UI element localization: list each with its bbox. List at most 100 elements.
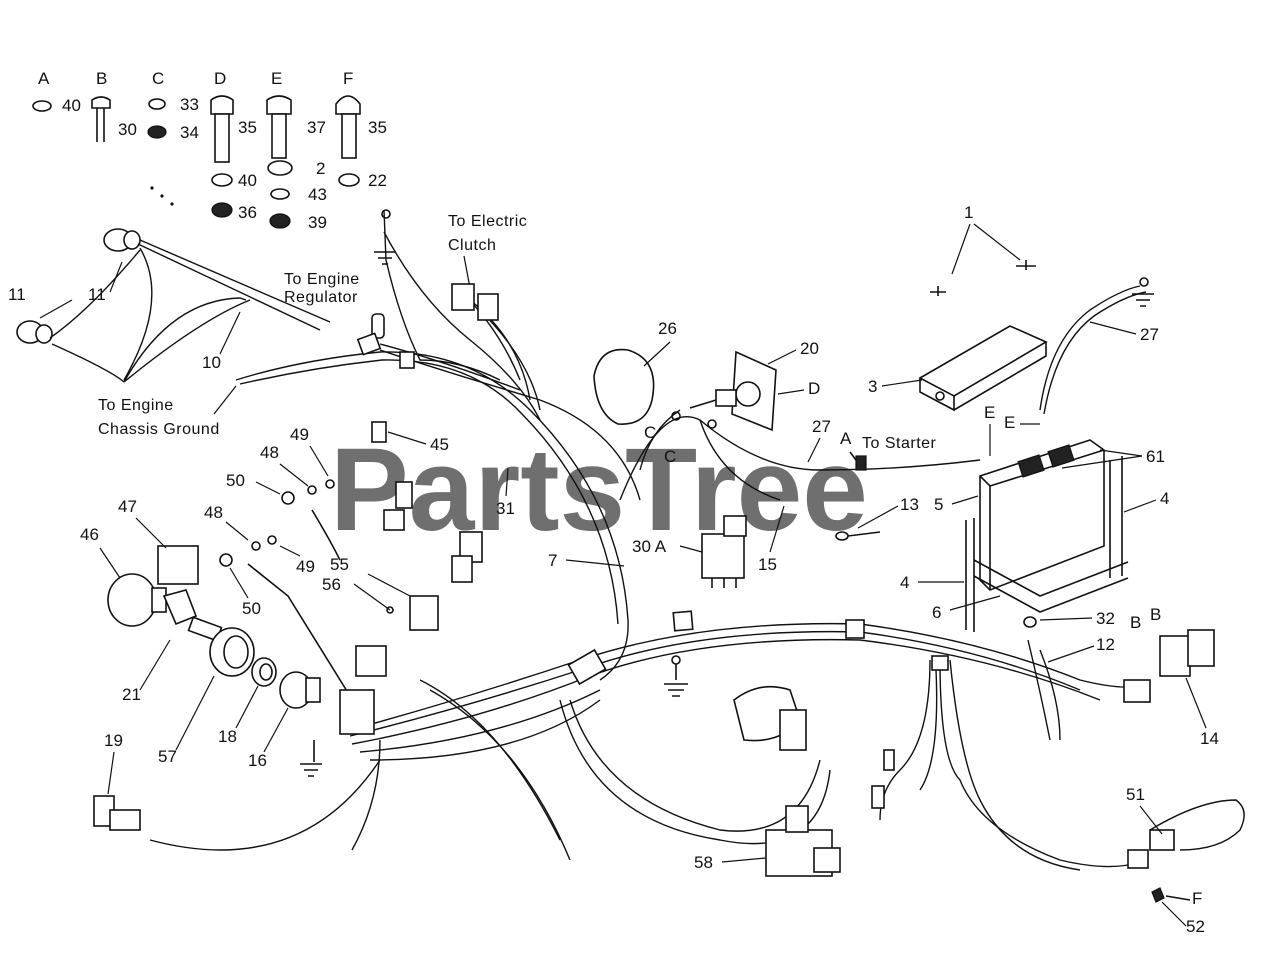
ground-terminal-icon xyxy=(374,209,396,265)
label-48: 48 xyxy=(260,443,279,462)
label-45: 45 xyxy=(430,435,449,454)
part-36-d: 36 xyxy=(238,203,257,222)
flat-washer-icon xyxy=(267,160,293,176)
hardware-kit-legend: A B C D E F 40 30 33 34 35 40 36 xyxy=(32,69,387,232)
letter-e-1: E xyxy=(984,403,995,422)
leader-line xyxy=(951,495,979,505)
leader-line xyxy=(229,567,249,599)
kit-letter-f: F xyxy=(343,69,353,88)
dot-mark xyxy=(170,202,174,206)
nut-icon xyxy=(338,173,360,187)
bezel-ring-icon xyxy=(209,627,255,677)
screw-icon xyxy=(91,96,111,142)
part-30-b: 30 xyxy=(118,120,137,139)
nut-ring-icon xyxy=(251,657,277,687)
leader-line xyxy=(99,547,121,579)
leader-line xyxy=(1039,617,1093,621)
label-6: 6 xyxy=(932,603,941,622)
label-57: 57 xyxy=(158,747,177,766)
part-37-e: 37 xyxy=(307,118,326,137)
part-40-d: 40 xyxy=(238,171,257,190)
washer-icon xyxy=(281,491,295,505)
leader-line xyxy=(1047,645,1095,663)
key-cover-icon xyxy=(593,348,655,425)
letter-a-starter: A xyxy=(840,429,852,448)
leader-line xyxy=(769,505,785,553)
part-22-f: 22 xyxy=(368,171,387,190)
leader-line xyxy=(255,481,281,495)
leader-line xyxy=(1061,455,1143,469)
indicator-lamp-icon xyxy=(279,671,321,709)
letter-b-1: B xyxy=(1130,613,1141,632)
label-10: 10 xyxy=(202,353,221,372)
battery-cable-end-icon xyxy=(835,531,881,541)
dot-mark xyxy=(160,194,164,198)
seat-switch-icon xyxy=(383,481,413,531)
washer-icon xyxy=(307,485,317,495)
label-13: 13 xyxy=(900,495,919,514)
ground-clip-icon xyxy=(1151,887,1191,903)
leader-line xyxy=(219,311,241,355)
label-27b: 27 xyxy=(812,417,831,436)
label-20: 20 xyxy=(800,339,819,358)
regulator-connector-icon xyxy=(356,313,385,356)
label-31: 31 xyxy=(496,499,515,518)
brake-switch-icon xyxy=(765,805,841,877)
leader-line xyxy=(643,341,671,367)
label-48b: 48 xyxy=(204,503,223,522)
wing-nut-icon xyxy=(1016,260,1036,270)
label-18: 18 xyxy=(218,727,237,746)
label-14: 14 xyxy=(1200,729,1219,748)
leader-line xyxy=(1185,677,1207,729)
connector-plug-icon xyxy=(1123,629,1215,703)
label-55: 55 xyxy=(330,555,349,574)
leader-line xyxy=(1099,449,1143,457)
nut-icon xyxy=(269,213,291,229)
leader-line xyxy=(139,639,171,691)
bolt-icon xyxy=(266,95,292,159)
leader-line xyxy=(857,505,899,529)
relay-icon xyxy=(701,515,747,588)
nut-icon xyxy=(267,535,277,545)
leader-line xyxy=(353,583,391,611)
label-11: 11 xyxy=(88,285,106,304)
kit-letter-d: D xyxy=(214,69,226,88)
kit-letter-a: A xyxy=(38,69,50,88)
label-1: 1 xyxy=(964,203,973,222)
dot-mark xyxy=(150,186,154,190)
label-49: 49 xyxy=(290,425,309,444)
leader-line xyxy=(951,223,971,275)
leader-line xyxy=(1123,499,1157,513)
callout-electric-clutch-line2: Clutch xyxy=(448,237,496,254)
ground-terminal-icon xyxy=(664,655,688,697)
leader-line xyxy=(679,545,703,553)
label-52: 52 xyxy=(1186,917,1205,936)
kit-letter-b: B xyxy=(96,69,107,88)
headlight-assembly xyxy=(16,228,331,383)
label-16: 16 xyxy=(248,751,267,770)
starter-terminal-icon xyxy=(849,451,867,471)
part-39-e: 39 xyxy=(308,213,327,232)
leader-line xyxy=(387,431,427,445)
leader-line xyxy=(777,389,805,395)
part-40-a: 40 xyxy=(62,96,81,115)
label-50: 50 xyxy=(226,471,245,490)
part-35-f: 35 xyxy=(368,118,387,137)
letter-c-2: C xyxy=(664,447,676,466)
bracket-rod xyxy=(311,509,341,561)
label-7: 7 xyxy=(548,551,557,570)
label-61: 61 xyxy=(1146,447,1165,466)
solenoid-icon xyxy=(733,685,807,751)
light-switch-icon xyxy=(107,545,199,627)
leader-line xyxy=(213,385,237,415)
callout-engine-regulator-line1: To Engine xyxy=(284,271,360,288)
ignition-switch-icon xyxy=(689,350,777,432)
nut-icon xyxy=(211,202,233,218)
connector-icon xyxy=(1127,829,1175,869)
label-47: 47 xyxy=(118,497,137,516)
wing-nut-icon xyxy=(930,286,946,296)
leader-line xyxy=(881,379,923,387)
label-11b: 11 xyxy=(8,285,26,304)
leader-line xyxy=(1089,321,1137,335)
